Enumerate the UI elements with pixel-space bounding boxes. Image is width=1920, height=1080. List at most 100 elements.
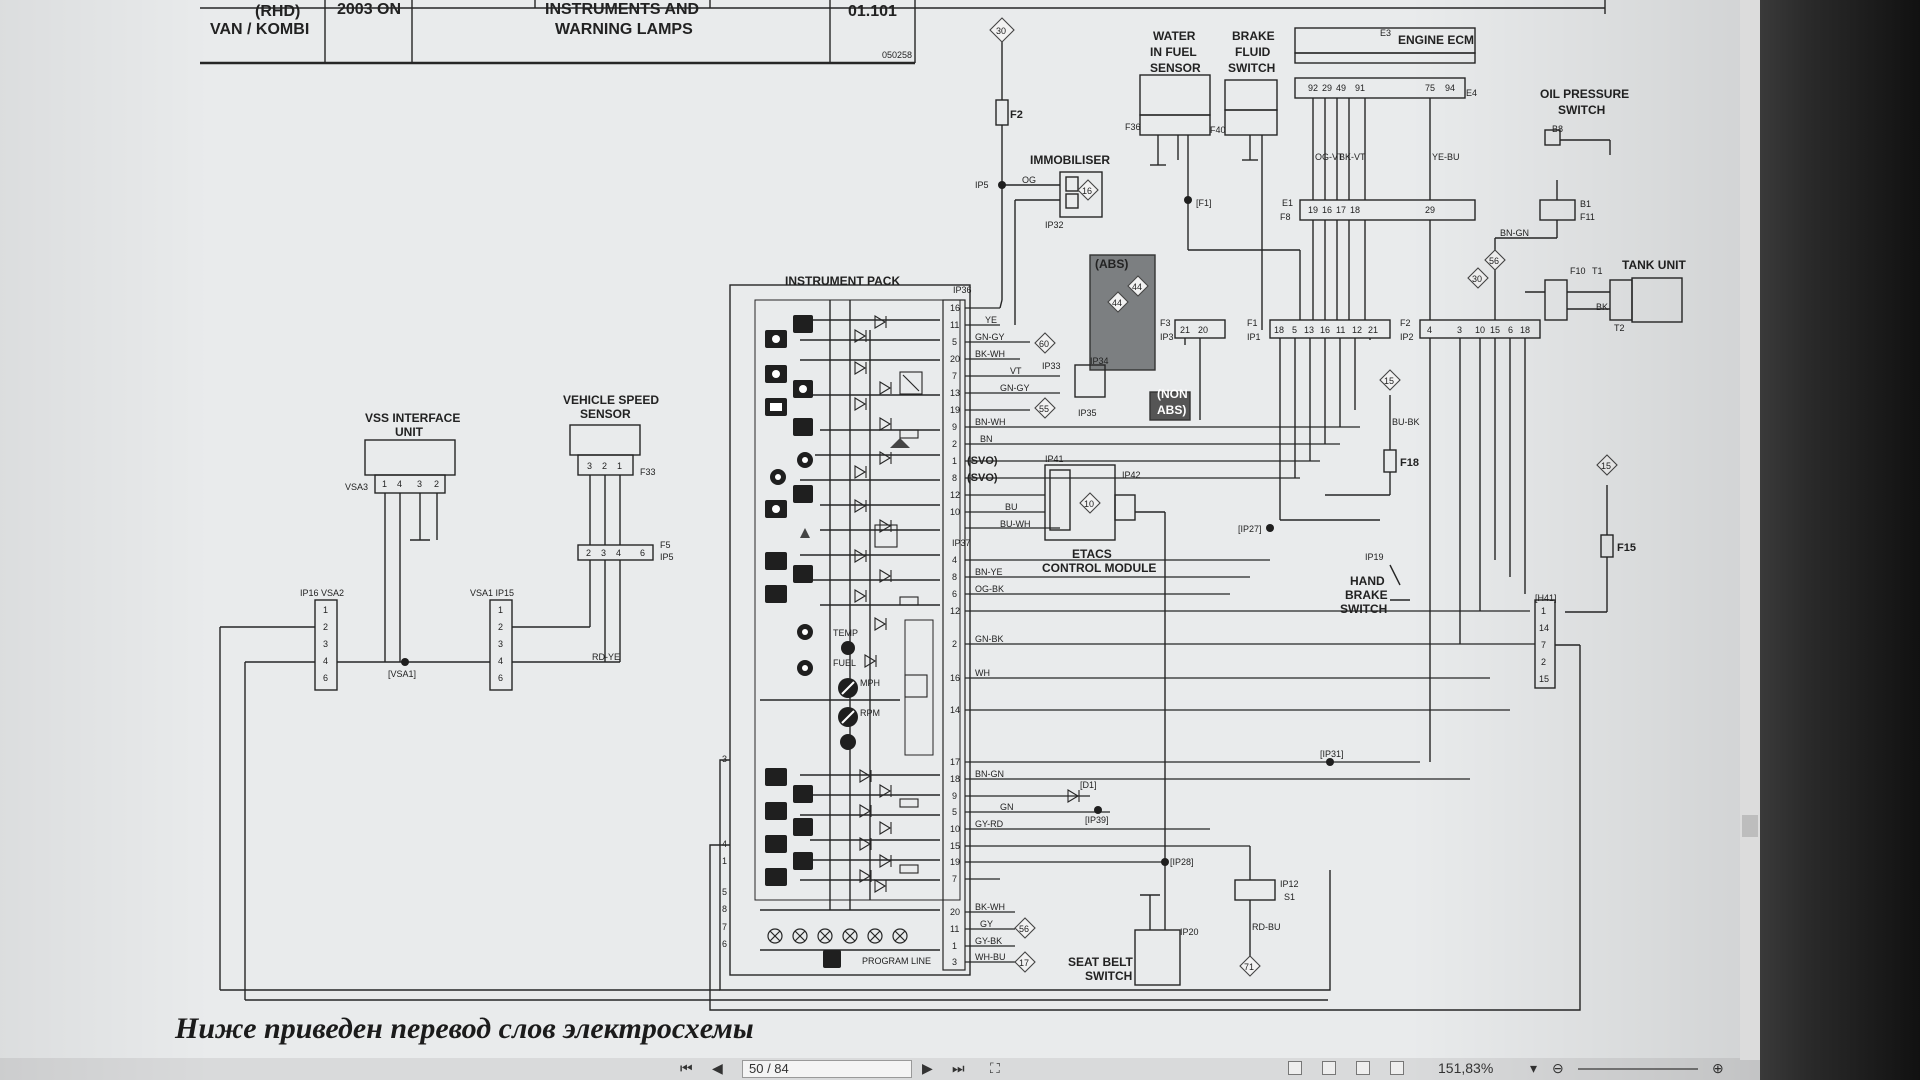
f1-pin: 5 [1292,325,1297,335]
brake-fluid-label-1: BRAKE [1232,29,1275,43]
fit-page-icon[interactable]: ⛶ [990,1060,1000,1076]
ip37-pin: 6 [952,589,957,599]
vss-pin: 1 [382,479,387,489]
continuous-view-icon[interactable] [1322,1061,1336,1075]
connector-ip3: IP3 [1160,332,1174,342]
zoom-level[interactable]: 151,83% [1438,1060,1494,1076]
ecm-low-pin: 18 [1350,205,1360,215]
oil-pressure-label-1: OIL PRESSURE [1540,87,1629,101]
single-page-view-icon[interactable] [1288,1061,1302,1075]
connector-b1: B1 [1580,199,1591,209]
h41-pin: 7 [1541,640,1546,650]
connector-ip12: IP12 [1280,879,1299,889]
ref-44-a: 44 [1112,298,1122,308]
etacs-label-2: CONTROL MODULE [1042,561,1156,575]
ip15-pin: 3 [498,639,503,649]
connector-ip35: IP35 [1078,408,1097,418]
wire-code: BU-BK [1392,417,1420,427]
wire-code: BN-GN [975,769,1004,779]
ip36-pin: 9 [952,422,957,432]
ip37-pin: 9 [952,791,957,801]
connector-t1: T1 [1592,266,1603,276]
connector-f2: F2 [1010,109,1023,121]
zoom-slider[interactable] [1578,1068,1698,1070]
zoom-dropdown-icon[interactable]: ▾ [1530,1060,1538,1076]
connector-ip28: [IP28] [1170,857,1194,867]
zoom-out-icon[interactable]: ⊖ [1552,1060,1564,1076]
ip37-pin: 4 [952,555,957,565]
ip37-pin: 11 [950,924,959,934]
two-page-view-icon[interactable] [1356,1061,1370,1075]
temp-label: TEMP [833,628,858,638]
connector-f2b: F2 [1400,318,1411,328]
ip36-pin: 10 [950,507,960,517]
connector-f40: F40 [1210,125,1226,135]
vehicle-speed-label-2: SENSOR [580,407,631,421]
vss-pin: 4 [397,479,402,489]
two-page-continuous-view-icon[interactable] [1390,1061,1404,1075]
wire-code: GY-RD [975,819,1004,829]
ip16-pin: 2 [323,622,328,632]
connector-f8: F8 [1280,212,1291,222]
ip15-pin: 4 [498,656,503,666]
rpm-label: RPM [860,708,880,718]
pack-edge-pin: 6 [722,939,727,949]
oil-pressure-label-2: SWITCH [1558,103,1605,117]
h41-pin: 2 [1541,657,1546,667]
header-variant: VAN / KOMBI [210,21,309,38]
ip37-pin: 15 [950,841,960,851]
connector-f1: F1 [1247,318,1258,328]
wire-code: OG [1022,175,1036,185]
vs-pin: 1 [617,461,622,471]
wire-code: OG-BK [975,584,1004,594]
ip36-pin: 12 [950,490,960,500]
scrollbar-thumb[interactable] [1742,815,1758,837]
connector-vsa1: [VSA1] [388,669,416,679]
previous-page-icon[interactable]: ◀ [712,1060,723,1076]
f1-pin: 16 [1320,325,1330,335]
f1-pin: 18 [1274,325,1284,335]
zoom-in-icon[interactable]: ⊕ [1712,1060,1724,1076]
abs-label: (ABS) [1095,257,1128,271]
next-page-icon[interactable]: ▶ [922,1060,933,1076]
wire-code: GN-GY [1000,383,1030,393]
fuel-label: FUEL [833,658,856,668]
water-fuel-label-1: WATER [1153,29,1196,43]
wire-code: GN-BK [975,634,1004,644]
ecm-pin: 29 [1322,83,1332,93]
ip37-pin: 5 [952,807,957,817]
connector-ip19: IP19 [1365,552,1384,562]
pdf-viewer-page: (RHD) VAN / KOMBI 2003 ON INSTRUMENTS AN… [0,0,1760,1080]
f1-pin: 12 [1352,325,1362,335]
ref-71: 71 [1244,962,1254,972]
f5-pin: 2 [586,548,591,558]
ip36-pin: 5 [952,337,957,347]
connector-ip1: IP1 [1247,332,1261,342]
ip16-pin: 1 [323,605,328,615]
page-number-field[interactable]: 50 / 84 [742,1060,912,1078]
vertical-scrollbar[interactable] [1740,0,1760,1060]
wire-code: BN-YE [975,567,1003,577]
f1-pin: 21 [1368,325,1378,335]
wire-code: GN [1000,802,1014,812]
ref-56-b: 56 [1019,924,1029,934]
ip37-pin: 2 [952,639,957,649]
ecm-pin: 91 [1355,83,1365,93]
brake-fluid-label-3: SWITCH [1228,61,1275,75]
header-code: 050258 [882,50,912,60]
ip37-pin: 20 [950,907,960,917]
ecm-pin: 94 [1445,83,1455,93]
h41-pin: 1 [1541,606,1546,616]
connector-f11: F11 [1580,212,1595,222]
first-page-icon[interactable]: ⏮ [680,1060,693,1076]
last-page-icon[interactable]: ⏭ [952,1060,965,1076]
ref-30-b: 30 [1472,274,1482,284]
connector-ip34: IP34 [1090,356,1109,366]
header-year: 2003 ON [337,1,401,18]
connector-vsa1-ip15: VSA1 IP15 [470,588,514,598]
pack-edge-pin: 4 [722,839,727,849]
connector-ip32: IP32 [1045,220,1064,230]
connector-ip5: IP5 [975,180,989,190]
non-abs-label-2: ABS) [1157,403,1186,417]
seat-belt-label-1: SEAT BELT [1068,955,1134,969]
